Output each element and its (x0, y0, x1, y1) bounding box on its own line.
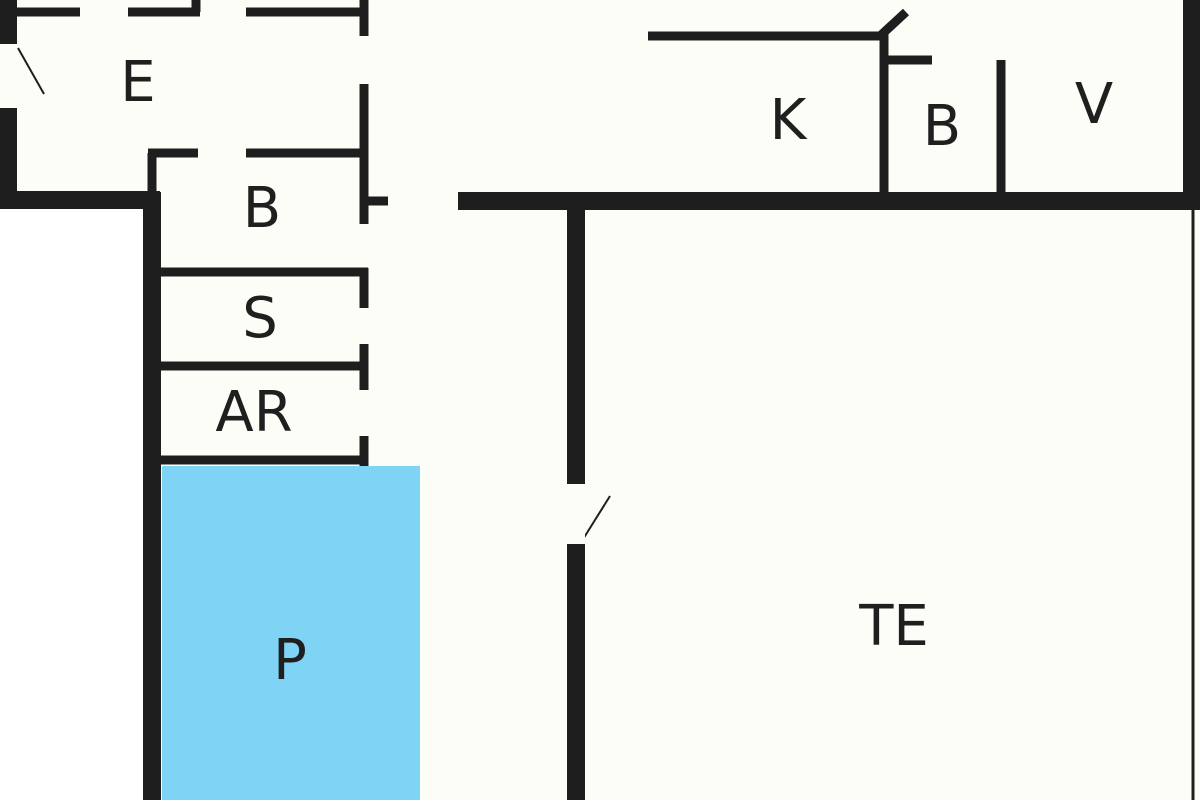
door-opening-entry[interactable] (0, 44, 16, 108)
room-label-k: K (770, 88, 808, 153)
exterior-area (0, 200, 143, 800)
room-label-e: E (120, 50, 155, 115)
wall-diagonal (876, 8, 910, 40)
room-p-highlight[interactable] (162, 466, 420, 800)
room-label-b-right: B (923, 94, 961, 159)
room-label-b-small: B (243, 176, 281, 241)
room-label-v: V (1075, 72, 1113, 137)
door-swing-entry (17, 47, 45, 95)
room-label-s: S (242, 286, 278, 351)
room-label-te: TE (858, 594, 929, 659)
room-label-p: P (273, 628, 307, 693)
door-opening-te[interactable] (567, 484, 585, 544)
room-label-ar: AR (215, 380, 292, 445)
